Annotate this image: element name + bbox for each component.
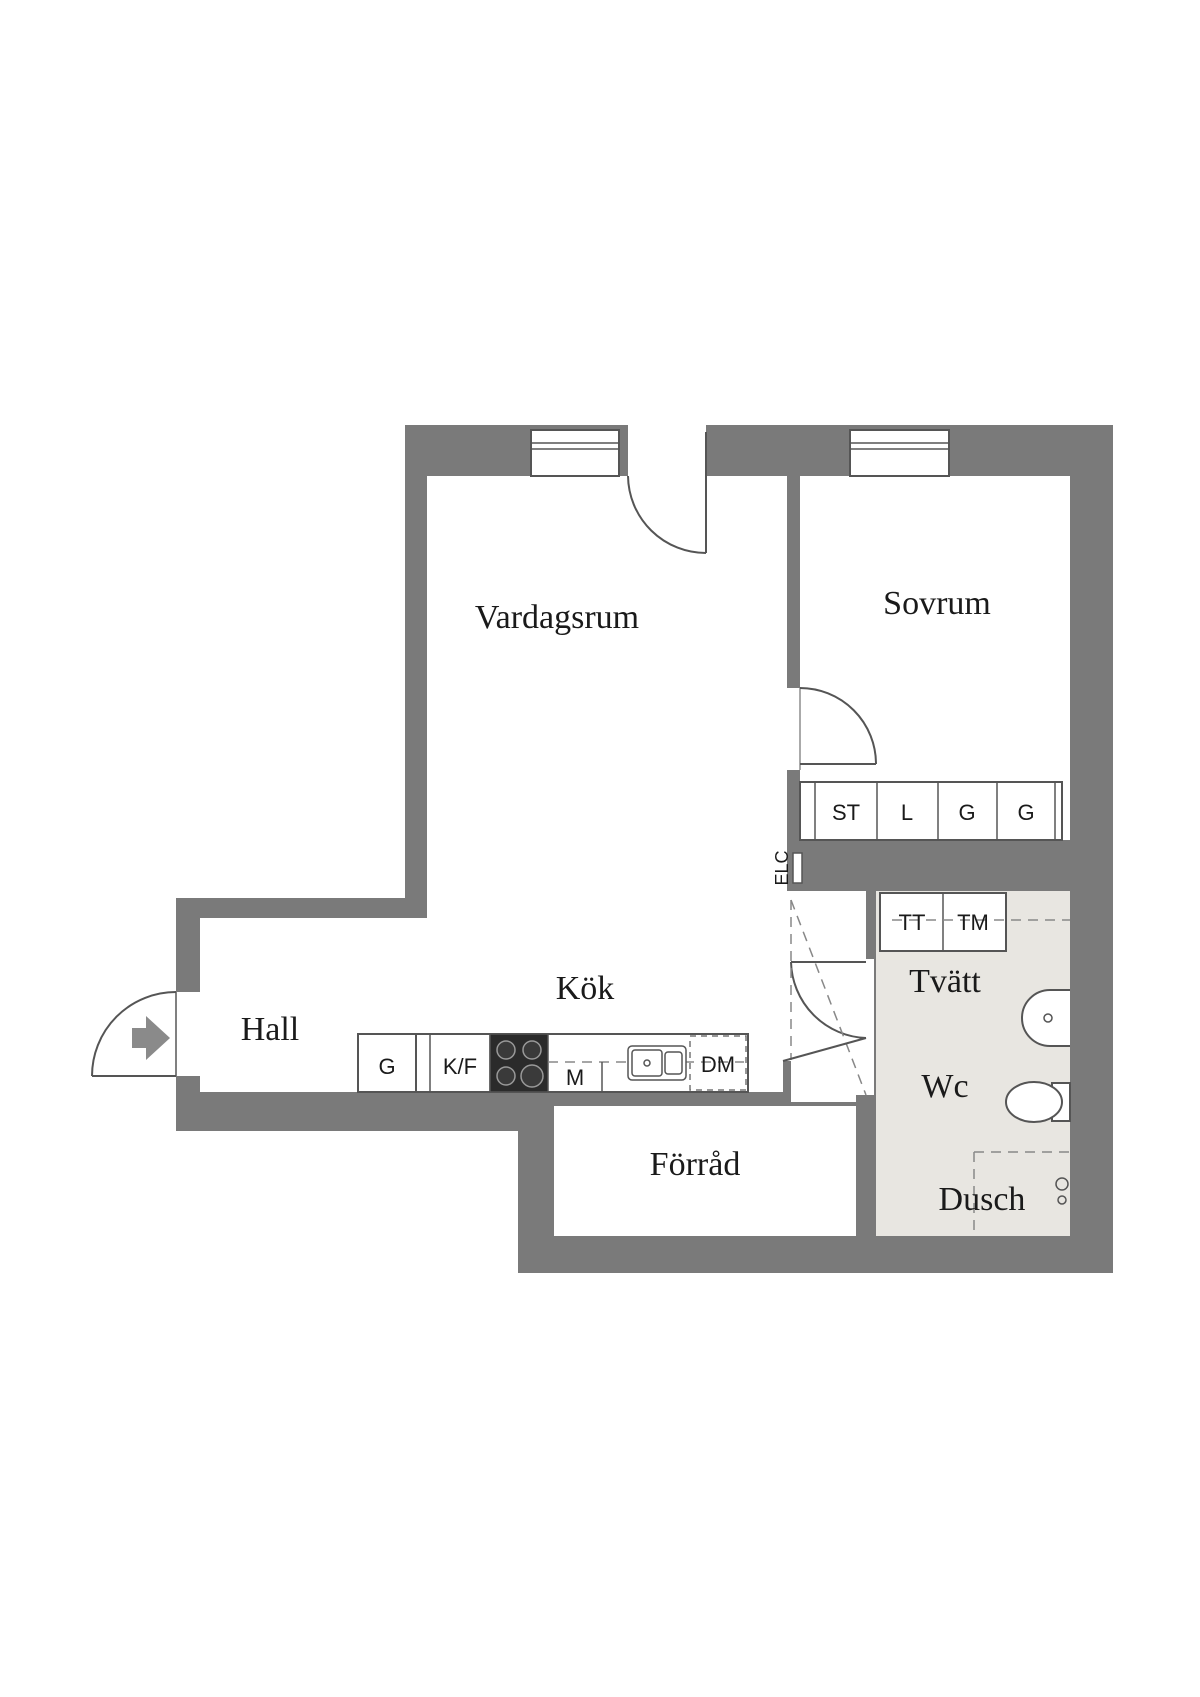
shower-head-icon	[1055, 1177, 1069, 1205]
wall-passage-stub	[783, 1061, 791, 1106]
kitchen-g-label: G	[378, 1054, 395, 1079]
window-vardagsrum	[530, 429, 620, 477]
entrance-door	[91, 991, 200, 1077]
electric-cabinet-label: ELC	[772, 850, 792, 885]
wardrobe-g2-label: G	[1017, 800, 1034, 825]
wall-storage-top	[518, 1092, 770, 1106]
wall-wetroom-left-lower	[856, 1095, 876, 1236]
room-label-wc: Wc	[921, 1068, 968, 1105]
room-label-hall: Hall	[241, 1011, 300, 1048]
washing-machine-label: TM	[957, 910, 989, 935]
room-label-tvatt: Tvätt	[909, 963, 981, 1000]
window-sovrum	[849, 429, 950, 477]
floor-sovrum	[800, 476, 1070, 840]
kitchen-counter: G K/F M DM	[357, 1033, 749, 1093]
wardrobe-g1-label: G	[958, 800, 975, 825]
toilet-icon	[1005, 1081, 1071, 1123]
dishwasher-label: DM	[701, 1052, 735, 1077]
shower-area	[973, 1151, 1070, 1236]
room-label-kok: Kök	[556, 970, 615, 1007]
entrance-arrow-icon	[132, 1016, 170, 1060]
wall-bedroom-bottom	[787, 840, 1070, 891]
storage-door	[782, 1037, 867, 1062]
floor-forrad	[554, 1106, 867, 1236]
microwave-label: M	[566, 1065, 584, 1090]
room-label-sovrum: Sovrum	[883, 585, 991, 622]
washbasin-icon	[1021, 989, 1070, 1047]
room-label-forrad: Förråd	[650, 1146, 741, 1183]
wardrobe-st-label: ST	[832, 800, 860, 825]
room-label-dusch: Dusch	[939, 1181, 1026, 1218]
floor-main	[200, 476, 787, 1092]
electric-cabinet: ELC	[772, 850, 803, 886]
wall-living-bedroom-lower	[787, 770, 800, 852]
kitchen-sink-icon	[627, 1045, 687, 1081]
floor-areas	[200, 476, 1070, 1236]
fridge-freezer-label: K/F	[443, 1054, 477, 1079]
interior-walls	[518, 476, 1070, 1236]
floor-passage	[787, 890, 874, 1102]
bedroom-wardrobes: ST L G G	[799, 781, 1063, 841]
wardrobe-l-label: L	[901, 800, 913, 825]
wall-living-bedroom-upper	[787, 476, 800, 688]
wall-wetroom-left-upper	[866, 891, 876, 959]
stove-icon	[489, 1033, 549, 1093]
laundry-machines: TT TM	[879, 892, 1070, 952]
bedroom-door	[787, 687, 877, 770]
room-label-vardagsrum: Vardagsrum	[475, 599, 639, 636]
balcony-door	[627, 425, 707, 554]
tumble-dryer-label: TT	[899, 910, 926, 935]
wetroom-door	[790, 899, 867, 1096]
